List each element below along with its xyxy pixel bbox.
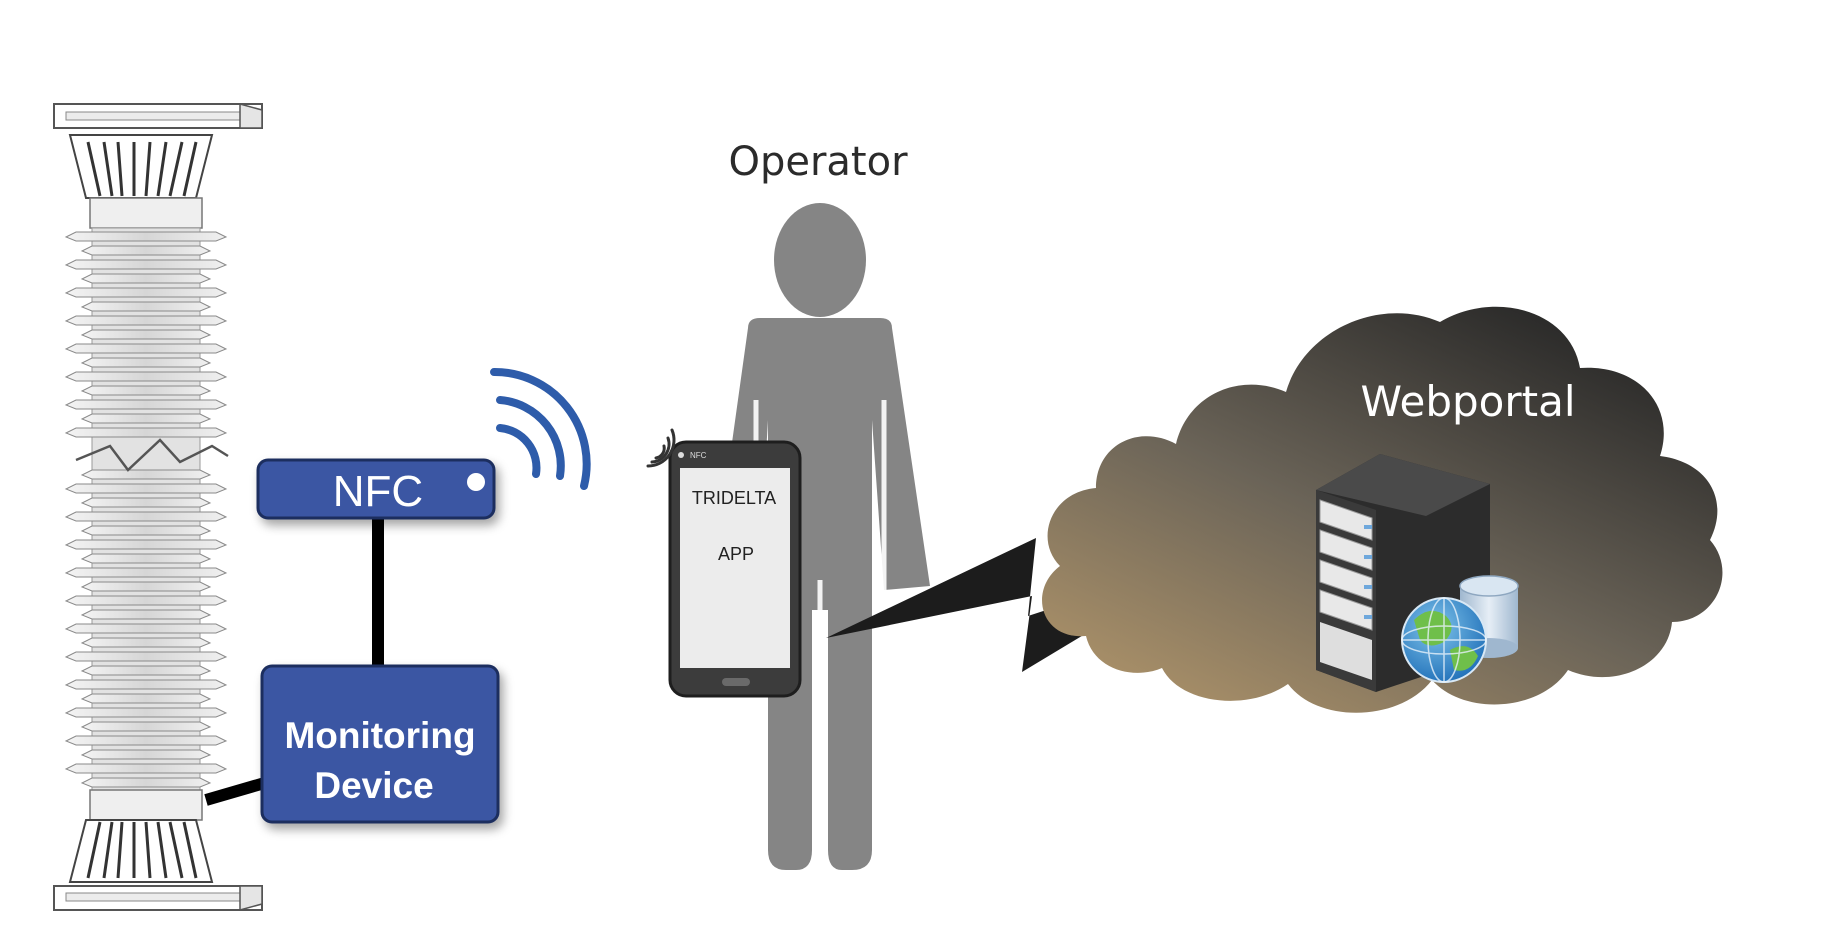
insulator-shed	[64, 343, 228, 354]
insulator-shed	[80, 581, 212, 592]
insulator-shed	[64, 651, 228, 662]
insulator-shed	[64, 679, 228, 690]
insulator-shed	[64, 735, 228, 746]
insulator-shed	[80, 329, 212, 340]
insulator-shed	[64, 511, 228, 522]
insulator-shed	[64, 287, 228, 298]
insulator-shed	[64, 707, 228, 718]
lightning-link-icon	[826, 538, 1218, 672]
insulator-shed	[64, 539, 228, 550]
insulator-shed	[80, 497, 212, 508]
wifi-signal-icon	[490, 367, 591, 490]
app-title-line2: APP	[718, 544, 754, 564]
insulator-shed	[64, 259, 228, 270]
insulator-shed	[80, 273, 212, 284]
insulator-shed	[64, 427, 228, 438]
insulator-shed	[64, 483, 228, 494]
globe-icon	[1401, 597, 1487, 683]
insulator-shed	[80, 665, 212, 676]
insulator-shed	[80, 721, 212, 732]
insulator-icon	[53, 103, 263, 911]
insulator-shed	[64, 567, 228, 578]
insulator-shed	[64, 371, 228, 382]
app-title-line1: TRIDELTA	[692, 488, 776, 508]
insulator-shed	[80, 385, 212, 396]
insulator-shed	[80, 525, 212, 536]
insulator-shed	[64, 231, 228, 242]
insulator-shed	[64, 595, 228, 606]
insulator-shed	[80, 609, 212, 620]
insulator-shed	[80, 693, 212, 704]
insulator-shed	[80, 553, 212, 564]
insulator-shed	[80, 469, 212, 480]
webportal-label: Webportal	[1360, 377, 1575, 426]
insulator-shed	[80, 301, 212, 312]
monitoring-label-line2: Device	[314, 765, 433, 806]
nfc-module	[256, 458, 496, 520]
insulator-shed	[80, 749, 212, 760]
insulator-shed	[80, 245, 212, 256]
operator-label: Operator	[728, 139, 908, 185]
phone-signal-icon	[646, 428, 676, 468]
insulator-shed	[64, 315, 228, 326]
phone-status-label: NFC	[690, 451, 707, 460]
monitoring-device	[260, 664, 500, 824]
insulator-shed	[80, 413, 212, 424]
insulator-shed	[80, 637, 212, 648]
insulator-shed	[64, 623, 228, 634]
insulator-shed	[80, 777, 212, 788]
insulator-sheds	[64, 227, 228, 791]
insulator-core	[91, 227, 201, 791]
insulator-shed	[64, 399, 228, 410]
insulator-shed	[80, 357, 212, 368]
monitoring-label-line1: Monitoring	[284, 715, 475, 756]
device-to-insulator-link	[204, 776, 270, 806]
insulator-shed	[64, 763, 228, 774]
nfc-label: NFC	[333, 467, 423, 516]
smartphone-icon	[668, 440, 802, 698]
